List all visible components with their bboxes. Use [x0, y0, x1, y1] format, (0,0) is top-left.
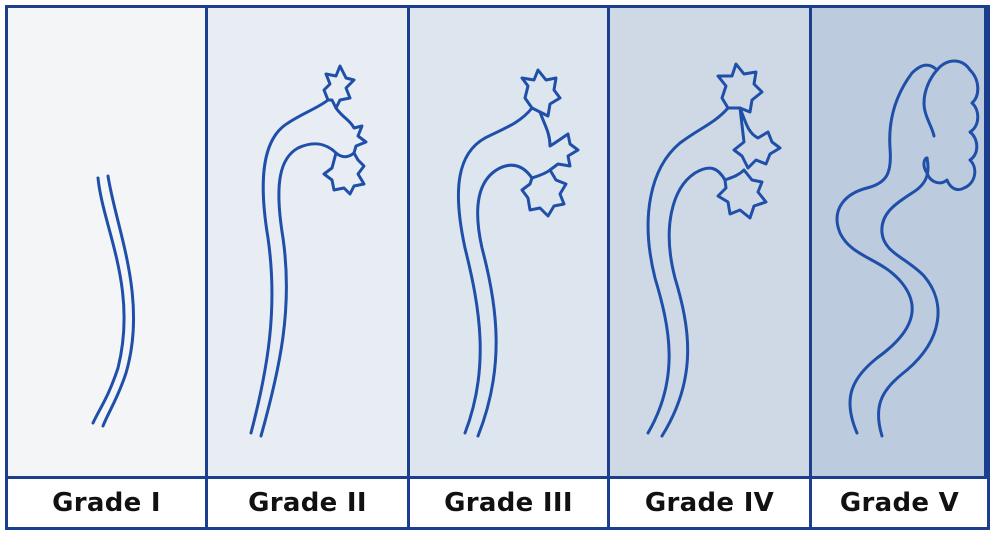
grade-label-2: Grade II	[208, 479, 410, 527]
panel-grade-4	[610, 8, 812, 476]
ureter-illustration-grade-1	[8, 8, 208, 476]
grade-label-5: Grade V	[812, 479, 987, 527]
grade-label-1: Grade I	[8, 479, 208, 527]
panel-grade-5	[812, 8, 987, 476]
ureter-illustration-grade-5	[812, 8, 987, 476]
grade-label-row: Grade I Grade II Grade III Grade IV Grad…	[8, 476, 987, 527]
panel-grade-2	[208, 8, 410, 476]
panel-grade-3	[410, 8, 610, 476]
ureter-illustration-grade-4	[610, 8, 812, 476]
grade-diagram: Grade I Grade II Grade III Grade IV Grad…	[5, 5, 990, 530]
panel-grade-1	[8, 8, 208, 476]
ureter-illustration-grade-2	[208, 8, 410, 476]
grade-label-4: Grade IV	[610, 479, 812, 527]
ureter-illustration-grade-3	[410, 8, 610, 476]
grade-label-3: Grade III	[410, 479, 610, 527]
